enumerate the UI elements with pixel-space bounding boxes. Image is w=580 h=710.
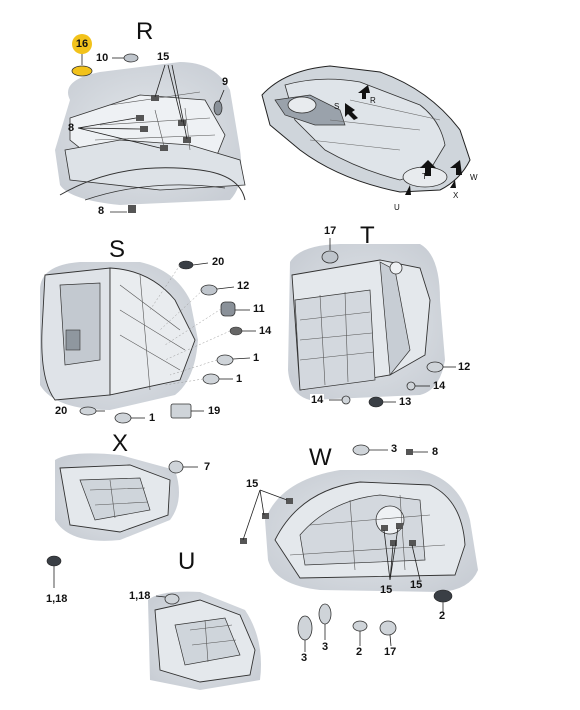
- callout-16-highlighted: 16: [72, 34, 92, 54]
- section-label-t: T: [360, 222, 375, 249]
- vehicle-underbody-overview: [261, 65, 471, 195]
- callout-x-1-18: 1,18: [46, 593, 68, 605]
- callout-s-12: 12: [237, 280, 250, 292]
- section-label-x: X: [112, 430, 129, 457]
- callout-r-9: 9: [222, 76, 229, 88]
- arrow-label-x: X: [453, 191, 459, 200]
- callout-w-8: 8: [432, 446, 439, 458]
- callout-s-1-middle: 1: [236, 373, 243, 385]
- section-r-illustration: [55, 52, 246, 213]
- callout-w-3-middle: 3: [322, 641, 329, 653]
- callout-t-13: 13: [399, 396, 412, 408]
- callout-w-15-left: 15: [246, 478, 259, 490]
- callout-t-14-right: 14: [433, 380, 446, 392]
- callout-r-10: 10: [96, 52, 109, 64]
- callout-s-20-lower: 20: [55, 405, 68, 417]
- section-t-illustration: [288, 238, 456, 408]
- callout-r-15: 15: [157, 51, 170, 63]
- callout-w-17: 17: [384, 646, 397, 658]
- section-label-s: S: [109, 236, 126, 263]
- section-label-w: W: [309, 444, 332, 471]
- callout-u-1-18: 1,18: [129, 590, 151, 602]
- callout-r-8-upper: 8: [68, 122, 75, 134]
- section-label-r: R: [136, 18, 154, 45]
- callout-s-19: 19: [208, 405, 221, 417]
- callout-s-1-upper: 1: [253, 352, 260, 364]
- callout-t-17: 17: [324, 225, 337, 237]
- callout-t-14-left: 14: [310, 394, 325, 407]
- callout-t-12: 12: [458, 361, 471, 373]
- section-s-illustration: [40, 260, 256, 424]
- callout-s-11: 11: [253, 303, 265, 315]
- callout-w-3-top: 3: [391, 443, 398, 455]
- section-w-illustration: [240, 444, 478, 652]
- callout-s-20-upper: 20: [212, 256, 225, 268]
- arrow-label-s: S: [334, 102, 340, 111]
- callout-x-7: 7: [204, 461, 211, 473]
- callout-s-1-lower: 1: [149, 412, 156, 424]
- callout-r-8-lower: 8: [98, 205, 105, 217]
- section-u-illustration: [148, 591, 261, 690]
- section-label-u: U: [178, 548, 196, 575]
- arrow-label-t: T: [422, 172, 427, 181]
- arrow-label-r: R: [370, 96, 376, 105]
- callout-s-14: 14: [259, 325, 272, 337]
- callout-w-3-left: 3: [301, 652, 308, 664]
- arrow-label-u: U: [394, 203, 400, 212]
- callout-w-2-bottom: 2: [356, 646, 363, 658]
- callout-w-15-middle: 15: [380, 584, 393, 596]
- section-x-illustration: [46, 453, 198, 588]
- callout-w-15-right: 15: [410, 579, 423, 591]
- arrow-label-w: W: [470, 173, 478, 182]
- callout-w-2-right: 2: [439, 610, 446, 622]
